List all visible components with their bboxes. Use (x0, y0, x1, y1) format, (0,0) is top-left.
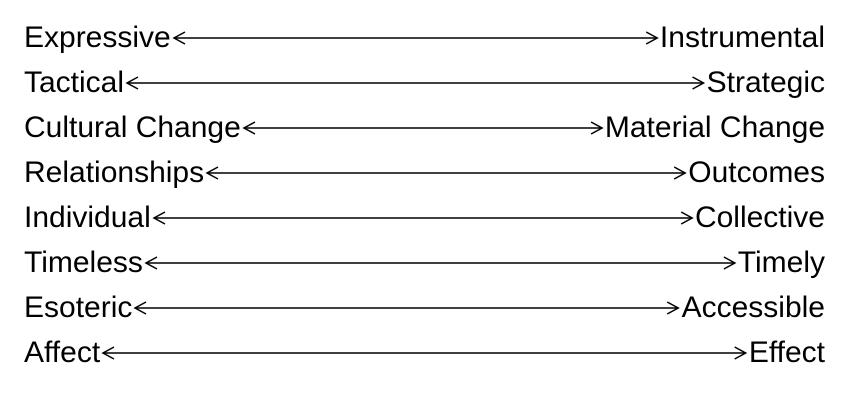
double-arrow-icon (144, 255, 737, 271)
left-term: Individual (24, 200, 151, 234)
right-term: Accessible (681, 290, 825, 324)
left-term: Cultural Change (24, 110, 241, 144)
left-term: Timeless (24, 245, 143, 279)
spectrum-row: Cultural Change Material Change (24, 105, 825, 150)
left-term: Expressive (24, 20, 171, 54)
double-arrow-icon (152, 210, 694, 226)
spectrum-row: Esoteric Accessible (24, 285, 825, 330)
right-term: Timely (737, 245, 825, 279)
double-arrow-icon (205, 165, 687, 181)
right-term: Material Change (604, 110, 825, 144)
spectrum-row: Relationships Outcomes (24, 150, 825, 195)
spectrum-row: Tactical Strategic (24, 60, 825, 105)
left-term: Tactical (24, 65, 125, 99)
double-arrow-icon (133, 300, 681, 316)
spectrum-row: Individual Collective (24, 195, 825, 240)
spectrum-row: Timeless Timely (24, 240, 825, 285)
double-arrow-icon (242, 120, 604, 136)
right-term: Strategic (706, 65, 825, 99)
double-arrow-icon (101, 345, 748, 361)
spectrum-list: Expressive Instrumental Tactical Strateg… (24, 15, 825, 375)
right-term: Outcomes (688, 155, 825, 189)
double-arrow-icon (172, 30, 659, 46)
right-term: Effect (748, 335, 825, 369)
left-term: Relationships (24, 155, 205, 189)
double-arrow-icon (125, 75, 706, 91)
right-term: Collective (694, 200, 825, 234)
spectrum-row: Expressive Instrumental (24, 15, 825, 60)
right-term: Instrumental (659, 20, 825, 54)
left-term: Affect (24, 335, 101, 369)
left-term: Esoteric (24, 290, 133, 324)
spectrum-row: Affect Effect (24, 330, 825, 375)
